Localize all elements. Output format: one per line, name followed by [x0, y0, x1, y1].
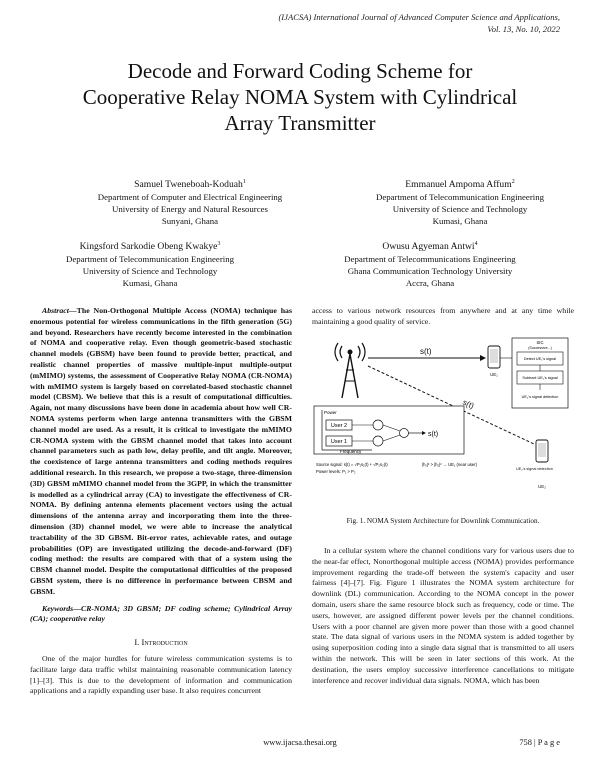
author-4: Owusu Agyeman Antwi4 Department of Telec…	[290, 238, 570, 289]
title-line-2: Cooperative Relay NOMA System with Cylin…	[82, 85, 518, 109]
author-3-univ: University of Science and Technology	[82, 266, 218, 277]
sic-step-1: Detect UE₁'s signal	[524, 357, 556, 361]
base-station-tower-icon	[334, 342, 366, 399]
right-paragraph-1: access to various network resources from…	[312, 306, 574, 326]
ue1-phone-icon	[487, 345, 501, 369]
author-4-city: Accra, Ghana	[405, 278, 455, 289]
link-to-ue2	[367, 365, 535, 445]
ue2-signal-detection: UE₂'s signal detection	[516, 467, 553, 471]
label-s1: s(t)	[420, 347, 432, 356]
author-4-name: Owusu Agyeman Antwi4	[382, 241, 478, 253]
power-domain-box: Power Frequency User 2 User 1 s(t)	[313, 405, 465, 455]
author-2-dept: Department of Telecommunication Engineer…	[375, 192, 545, 203]
journal-header: (IJACSA) International Journal of Advanc…	[180, 11, 560, 35]
right-column-bottom: In a cellular system where the channel c…	[312, 546, 574, 686]
author-2-univ: University of Science and Technology	[392, 204, 528, 215]
abstract-text: The Non-Orthogonal Multiple Access (NOMA…	[30, 306, 292, 596]
power-axis-label: Power	[324, 410, 337, 415]
sic-step-2: Subtract UE₁'s signal	[522, 376, 558, 380]
title-line-1: Decode and Forward Coding Scheme for	[127, 59, 473, 83]
journal-name: (IJACSA) International Journal of Advanc…	[278, 12, 560, 22]
abstract-label: Abstract—	[42, 306, 77, 315]
figure-1: s(t) UE₁ SIC (Successive...) Detect UE₁'…	[312, 336, 574, 506]
user2-block: User 2	[331, 423, 347, 429]
author-4-dept: Department of Telecommunications Enginee…	[344, 254, 516, 265]
label-ue1: UE₁	[490, 372, 498, 377]
sic-box: SIC (Successive...) Detect UE₁'s signal …	[511, 337, 569, 409]
label-ue2: UE₂	[538, 484, 546, 489]
author-1-name: Samuel Tweneboah-Koduah1	[134, 179, 246, 191]
ue2-phone-icon	[535, 439, 549, 463]
section-heading-introduction: I. Introduction	[134, 637, 188, 648]
formula-source-signal: Source signal: s(t) = √P₁s₁(t) + √P₂s₂(t…	[316, 462, 388, 467]
author-3-dept: Department of Telecommunication Engineer…	[65, 254, 235, 265]
author-3: Kingsford Sarkodie Obeng Kwakye3 Departm…	[30, 238, 270, 289]
sic-title: SIC	[537, 340, 544, 345]
right-paragraph-2: In a cellular system where the channel c…	[312, 546, 574, 685]
sic-step-3: UE₂'s signal detection	[522, 395, 559, 399]
author-3-city: Kumasi, Ghana	[122, 278, 178, 289]
paper-title: Decode and Forward Coding Scheme for Coo…	[30, 58, 570, 136]
title-line-3: Array Transmitter	[224, 111, 376, 135]
left-column: Abstract—The Non-Orthogonal Multiple Acc…	[30, 306, 292, 697]
formula-power-levels: Power levels: P₁ > P₂	[316, 469, 356, 474]
figure-caption: Fig. 1. NOMA System Architecture for Dow…	[346, 517, 540, 525]
author-2-city: Kumasi, Ghana	[432, 216, 488, 227]
introduction-paragraph: One of the major hurdles for future wire…	[30, 653, 292, 696]
output-signal-label: s(t)	[428, 431, 438, 438]
author-2: Emmanuel Ampoma Affum2 Department of Tel…	[340, 176, 580, 227]
frequency-axis-label: Frequency	[340, 449, 362, 454]
sic-subtitle: (Successive...)	[528, 346, 552, 350]
noma-architecture-diagram: s(t) UE₁ SIC (Successive...) Detect UE₁'…	[313, 337, 569, 489]
journal-volume: Vol. 13, No. 10, 2022	[487, 24, 560, 34]
author-1-univ: University of Energy and Natural Resourc…	[112, 204, 268, 215]
page-number: 758 | P a g e	[519, 738, 560, 747]
footer-url: www.ijacsa.thesai.org	[263, 738, 337, 747]
user1-block: User 1	[331, 439, 347, 445]
keywords-text: CR-NOMA; 3D GBSM; DF coding scheme; Cyli…	[30, 603, 292, 624]
abstract: Abstract—The Non-Orthogonal Multiple Acc…	[30, 306, 292, 598]
author-1-dept: Department of Computer and Electrical En…	[97, 192, 283, 203]
author-2-name: Emmanuel Ampoma Affum2	[405, 179, 515, 191]
formula-channel-gain: |h₁|² > |h₂|² → UE₁ (near user)	[422, 462, 478, 467]
keywords-label: Keywords—	[42, 603, 81, 613]
right-column-top: access to various network resources from…	[312, 306, 574, 328]
author-4-univ: Ghana Communication Technology Universit…	[347, 266, 513, 277]
author-1: Samuel Tweneboah-Koduah1 Department of C…	[70, 176, 310, 227]
author-3-name: Kingsford Sarkodie Obeng Kwakye3	[79, 241, 221, 253]
author-1-city: Sunyani, Ghana	[161, 216, 219, 227]
keywords: Keywords—CR-NOMA; 3D GBSM; DF coding sch…	[30, 604, 292, 626]
